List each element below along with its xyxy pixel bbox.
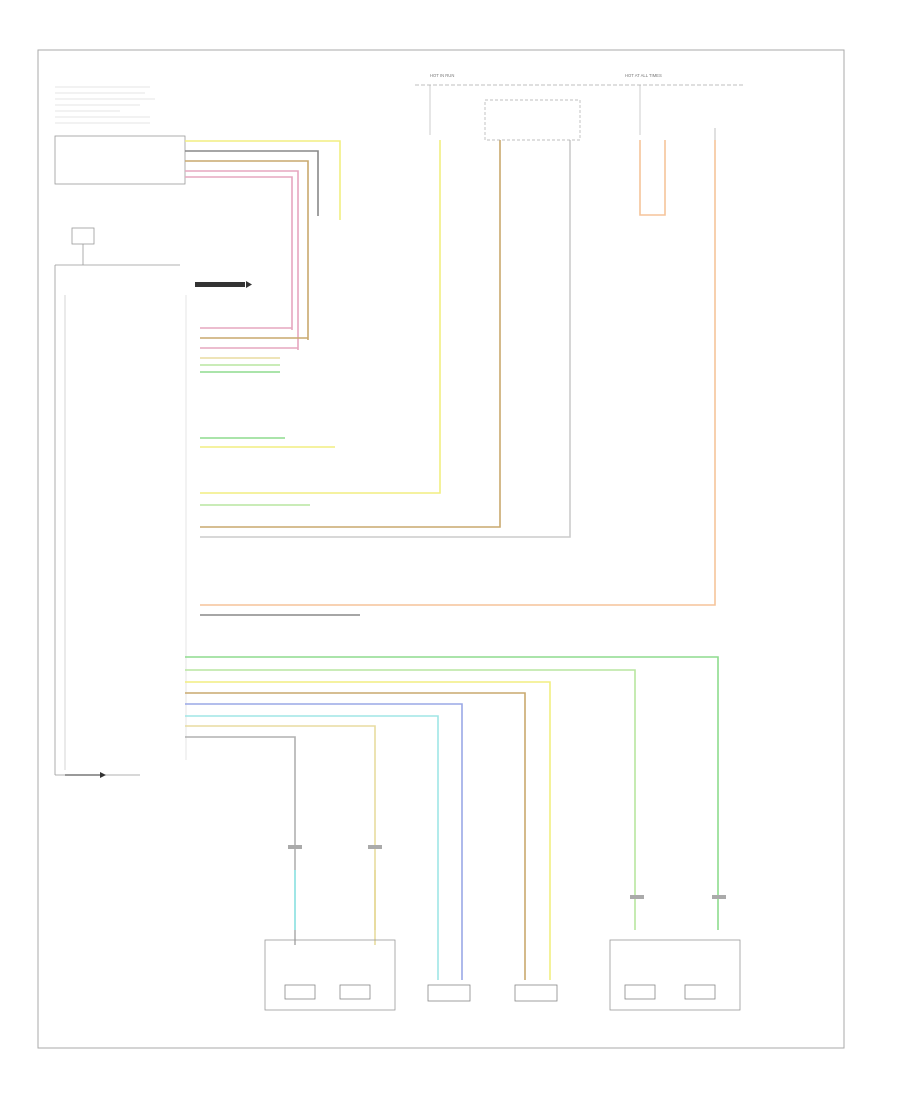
radio-module — [54, 264, 180, 776]
diagram-frame — [37, 49, 845, 1049]
speaker-right-front — [609, 939, 741, 1011]
speaker-right-rear — [427, 984, 471, 1002]
module-connector — [195, 281, 252, 288]
fuse-block: HOT IN RUN HOT AT ALL TIMES — [415, 73, 745, 141]
upper-wires — [185, 140, 341, 350]
speaker-left-front — [264, 939, 396, 1011]
ground-symbol — [65, 772, 106, 778]
speaker-lead-highlights — [294, 870, 376, 930]
orange-loop — [639, 140, 666, 216]
connector-ticks — [288, 845, 726, 899]
module-wires — [185, 140, 719, 980]
hot-in-run-label: HOT IN RUN — [430, 73, 454, 78]
speaker-left-rear — [514, 984, 558, 1002]
hot-at-all-times-label: HOT AT ALL TIMES — [625, 73, 662, 78]
source-module-label — [55, 86, 155, 124]
upper-connector-box — [54, 135, 186, 185]
antenna-icon — [71, 227, 95, 265]
